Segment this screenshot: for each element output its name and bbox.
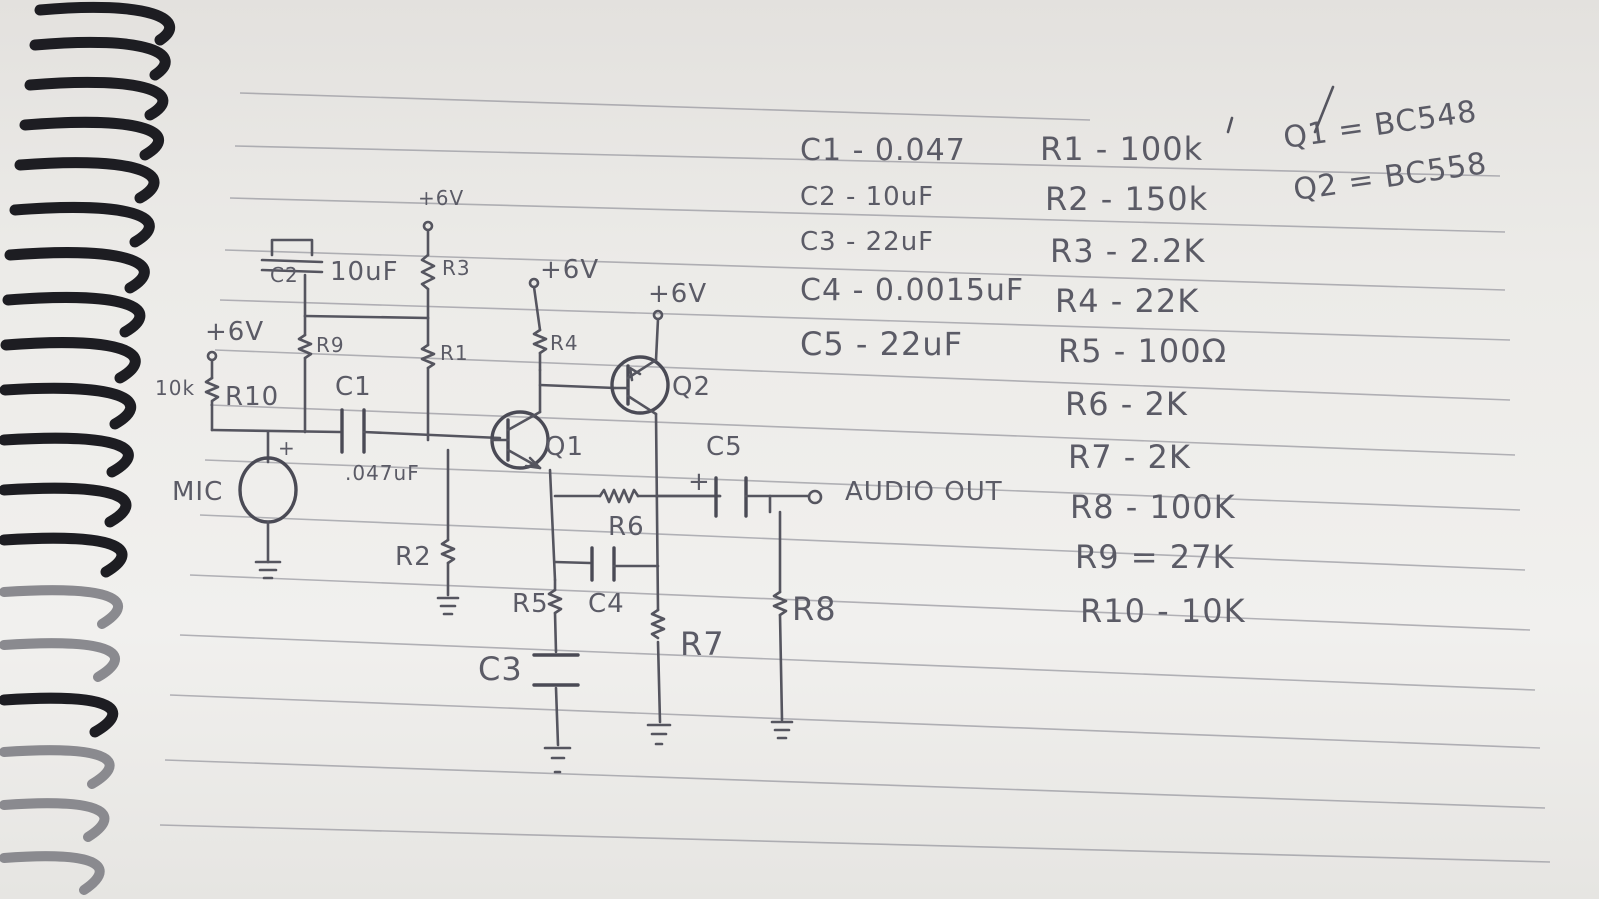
list-item-c4: C4 - 0.0015uF bbox=[800, 273, 1024, 308]
list-item-r9: R9 = 27K bbox=[1075, 538, 1234, 576]
list-item-c2: C2 - 10uF bbox=[800, 182, 934, 212]
label-r10-value: 10k bbox=[155, 376, 195, 400]
transistor-list: Q1 = BC548 Q2 = BC558 bbox=[1226, 85, 1489, 208]
list-item-r5: R5 - 100Ω bbox=[1058, 332, 1227, 370]
label-vcc-r10: +6V bbox=[205, 317, 264, 347]
label-q2: Q2 bbox=[672, 372, 711, 402]
list-item-r10: R10 - 10K bbox=[1080, 592, 1246, 630]
list-item-r8: R8 - 100K bbox=[1070, 488, 1236, 526]
list-item-r4: R4 - 22K bbox=[1055, 282, 1199, 320]
label-c1: C1 bbox=[335, 372, 372, 402]
label-r1: R1 bbox=[440, 341, 469, 365]
list-item-c5: C5 - 22uF bbox=[800, 325, 963, 363]
label-q1: Q1 bbox=[545, 432, 584, 462]
list-item-r6: R6 - 2K bbox=[1065, 385, 1188, 423]
label-r9: R9 bbox=[316, 333, 345, 357]
label-r6: R6 bbox=[608, 512, 645, 542]
label-c4: C4 bbox=[588, 589, 625, 619]
list-item-q2: Q2 = BC558 bbox=[1291, 146, 1489, 208]
label-c2: C2 bbox=[270, 263, 299, 287]
label-c5: C5 bbox=[706, 432, 743, 462]
label-r7: R7 bbox=[680, 625, 725, 663]
list-item-c1: C1 - 0.047 bbox=[800, 133, 966, 168]
label-r5: R5 bbox=[512, 589, 549, 619]
list-item-r7: R7 - 2K bbox=[1068, 438, 1191, 476]
list-item-c3: C3 - 22uF bbox=[800, 227, 934, 257]
label-vcc-r3: +6V bbox=[418, 186, 464, 210]
label-r8: R8 bbox=[792, 590, 837, 628]
capacitor-list: C1 - 0.047 C2 - 10uF C3 - 22uF C4 - 0.00… bbox=[800, 133, 1024, 363]
spiral-binding bbox=[0, 1, 175, 895]
label-c5-plus: + bbox=[688, 467, 711, 497]
list-item-r3: R3 - 2.2K bbox=[1050, 232, 1205, 270]
label-mic-plus: + bbox=[278, 436, 296, 460]
tick-mark bbox=[1226, 116, 1234, 134]
label-r3: R3 bbox=[442, 256, 471, 280]
resistor-list: R1 - 100k R2 - 150k R3 - 2.2K R4 - 22K R… bbox=[1040, 130, 1246, 630]
label-c3: C3 bbox=[478, 650, 523, 688]
schematic-labels: +6V +6V +6V +6V C2 10uF R3 R9 R1 R4 10k … bbox=[155, 186, 1003, 688]
list-item-r2: R2 - 150k bbox=[1045, 180, 1208, 218]
schematic-wires bbox=[204, 220, 823, 774]
label-r2: R2 bbox=[395, 542, 432, 572]
list-item-q1: Q1 = BC548 bbox=[1281, 94, 1479, 156]
label-c2-value: 10uF bbox=[330, 257, 399, 287]
label-vcc-r4: +6V bbox=[540, 255, 599, 285]
list-item-r1: R1 - 100k bbox=[1040, 130, 1203, 168]
label-r4: R4 bbox=[550, 331, 579, 355]
label-r10: R10 bbox=[225, 382, 279, 412]
label-c1-value: .047uF bbox=[345, 461, 420, 485]
label-vcc-q2: +6V bbox=[648, 279, 707, 309]
tick-mark bbox=[1313, 85, 1335, 134]
label-audio-out: AUDIO OUT bbox=[845, 477, 1003, 507]
label-mic: MIC bbox=[172, 477, 223, 507]
ruled-lines bbox=[159, 92, 1551, 863]
